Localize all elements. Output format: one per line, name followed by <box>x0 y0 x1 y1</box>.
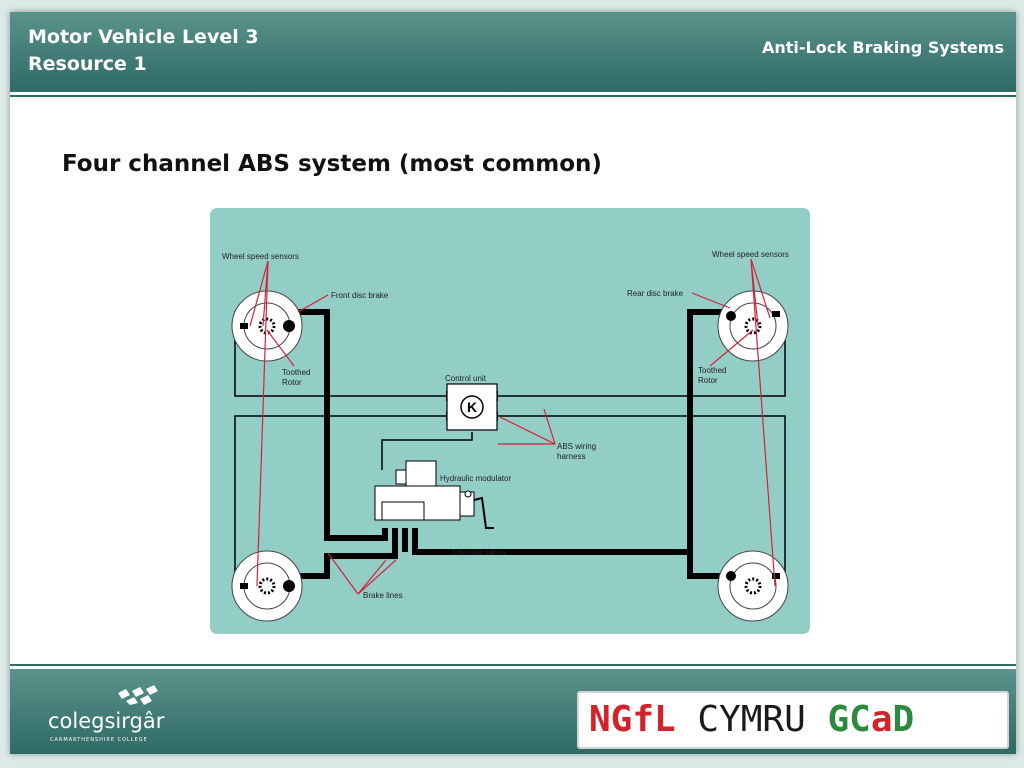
chequered-flag-icon <box>118 685 158 705</box>
label-toothed-right-2: Rotor <box>698 376 718 385</box>
header-divider <box>10 95 1016 97</box>
wheel-front-left <box>231 290 303 362</box>
control-unit-letter: K <box>467 399 477 415</box>
college-name: colegsirgâr <box>48 709 165 733</box>
label-front-disc: Front disc brake <box>331 291 389 300</box>
cymru-text: CYMRU <box>697 699 806 740</box>
ngfl-cymru-logo: NGfL CYMRU GCaD <box>577 691 1009 749</box>
wheel-rear-left <box>231 550 303 622</box>
gcad-text-gc: GC <box>827 699 871 740</box>
label-wheel-sensors-right: Wheel speed sensors <box>712 250 789 259</box>
diagram-background <box>210 208 810 634</box>
label-solenoid-valves: Solenoid valves <box>451 548 507 557</box>
wheel-rear-right <box>717 550 789 622</box>
callout-lines <box>249 258 776 595</box>
ngfl-text: NGfL <box>589 699 676 740</box>
slide-heading: Four channel ABS system (most common) <box>62 151 602 177</box>
label-brake-lines: Brake lines <box>363 591 403 600</box>
college-logo: colegsirgâr CARMARTHENSHIRE COLLEGE <box>48 685 178 743</box>
college-subtitle: CARMARTHENSHIRE COLLEGE <box>50 737 148 743</box>
label-abs-wiring-1: ABS wiring <box>557 442 596 451</box>
label-wheel-sensors-left: Wheel speed sensors <box>222 252 299 261</box>
label-toothed-right-1: Toothed <box>698 366 726 375</box>
brake-line-front-left <box>290 309 388 541</box>
gcad-text-a: a <box>870 699 893 740</box>
label-abs-wiring-2: harness <box>557 452 585 461</box>
footer-divider <box>10 664 1016 666</box>
footer-bar: colegsirgâr CARMARTHENSHIRE COLLEGE NGfL… <box>10 669 1016 754</box>
header-bar: Motor Vehicle Level 3 Resource 1 Anti-Lo… <box>10 12 1016 95</box>
label-toothed-left-1: Toothed <box>282 368 310 377</box>
wire-modulator <box>381 432 473 470</box>
gcad-text-d: D <box>892 699 915 740</box>
topic-title: Anti-Lock Braking Systems <box>761 38 1004 57</box>
label-hydraulic-modulator: Hydraulic modulator <box>440 474 511 483</box>
label-control-unit: Control unit <box>445 374 487 383</box>
label-rear-disc: Rear disc brake <box>627 289 684 298</box>
brake-line-rear-left <box>285 528 398 579</box>
course-line-1: Motor Vehicle Level 3 <box>28 26 259 48</box>
label-toothed-left-2: Rotor <box>282 378 302 387</box>
course-line-2: Resource 1 <box>28 53 147 75</box>
abs-diagram: K <box>210 208 810 634</box>
slide: Motor Vehicle Level 3 Resource 1 Anti-Lo… <box>10 12 1016 754</box>
hydraulic-modulator <box>374 460 494 529</box>
control-unit-dial <box>460 395 484 419</box>
course-title: Motor Vehicle Level 3 Resource 1 <box>28 24 259 78</box>
